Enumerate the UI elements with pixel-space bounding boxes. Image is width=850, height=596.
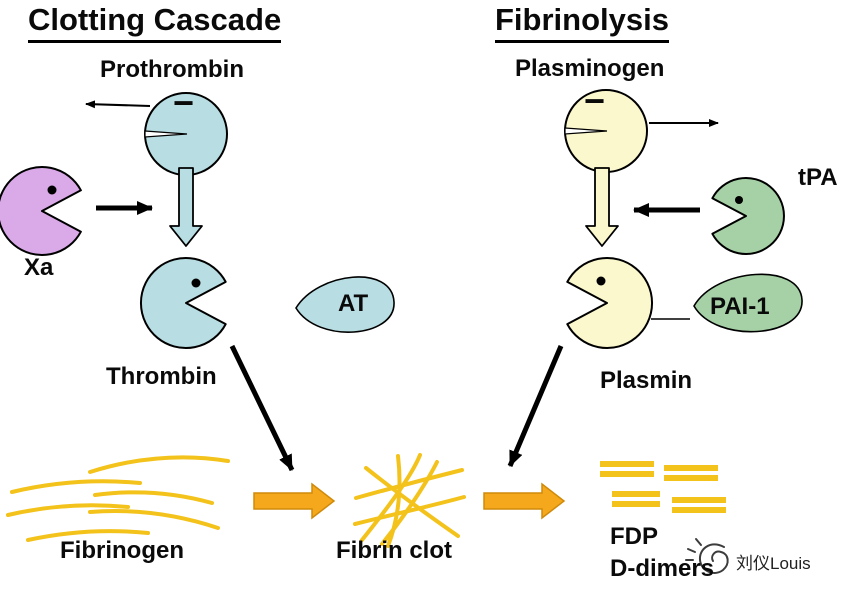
plasminogen-circle (564, 89, 648, 173)
plasmin-active-site-dot (596, 276, 606, 286)
plasminogen-label: Plasminogen (515, 55, 665, 82)
plasmin-to-fdp-arrow (507, 345, 564, 467)
fdp-label: FDP (610, 523, 658, 550)
prothrombin-inactive-mark: − (173, 82, 195, 123)
fibrinogen-to-fibrin-arrow (253, 482, 336, 520)
at-teardrop-shape (295, 276, 395, 333)
fdp-fragments-illustration (600, 461, 726, 513)
clotting-cascade-title: Clotting Cascade (28, 2, 282, 43)
thrombin-label: Thrombin (106, 363, 217, 390)
watermark-text: 刘仪Louis (736, 554, 811, 573)
watermark-logo-icon (685, 538, 729, 574)
fibrinogen-label: Fibrinogen (60, 537, 184, 564)
fibrin-clot-label: Fibrin clot (336, 537, 452, 564)
thrombin-pacman-shape (140, 257, 227, 349)
d-dimers-label: D-dimers (610, 555, 715, 582)
plasmin-pacman-shape (566, 257, 690, 349)
pai1-teardrop-shape (693, 273, 803, 333)
fibrinogen-strands-illustration (6, 455, 230, 542)
tpa-label: tPA (798, 164, 838, 191)
thrombin-active-site-dot (191, 278, 201, 288)
xa-active-site-dot (47, 185, 57, 195)
prothrombin-label: Prothrombin (100, 56, 244, 83)
plasminogen-to-plasmin-arrow (585, 167, 619, 247)
at-label: AT (338, 290, 369, 317)
xa-label: Xa (24, 254, 54, 281)
fibrinolysis-title: Fibrinolysis (495, 2, 669, 43)
thrombin-to-fibrin-arrow (229, 344, 295, 472)
plasminogen-inactive-mark: − (584, 80, 606, 121)
black-arrows (85, 100, 719, 472)
prothrombin-left-arrow (85, 100, 151, 109)
tpa-pacman-shape (711, 177, 785, 255)
prothrombin-to-thrombin-arrow (169, 167, 203, 247)
xa-pacman-shape (0, 166, 82, 256)
tpa-active-site-dot (735, 196, 743, 204)
plasmin-label: Plasmin (600, 367, 693, 394)
fibrin-to-fdp-arrow (483, 482, 566, 520)
pai1-label: PAI-1 (710, 293, 770, 320)
fibrin-clot-illustration (353, 453, 466, 548)
